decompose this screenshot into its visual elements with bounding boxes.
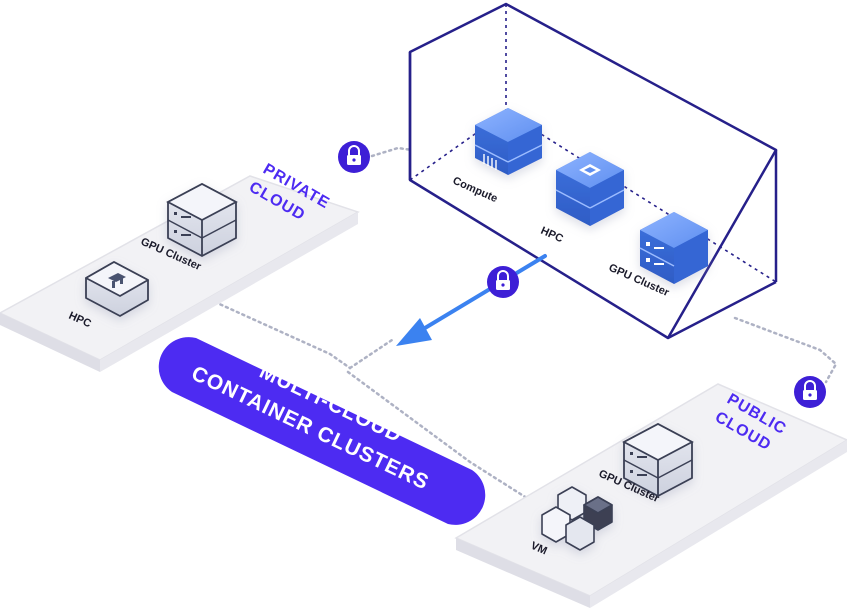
box-hpc-node	[555, 152, 625, 226]
hexagon-cluster-icon	[541, 486, 613, 551]
vm-node	[541, 486, 613, 551]
box-to-public-link	[733, 316, 838, 384]
server-grill-icon	[483, 154, 497, 170]
private-to-box-link	[370, 146, 414, 158]
center-link	[348, 338, 394, 370]
private-to-banner-link	[213, 300, 352, 370]
private-cloud-platform	[0, 175, 360, 372]
box-gpu-cluster-node	[639, 212, 708, 284]
private-gpu-cluster-node	[166, 182, 238, 258]
migration-arrow	[396, 254, 547, 346]
lock-icon	[794, 376, 826, 408]
server-stack-icon	[646, 242, 664, 265]
private-hpc-node	[85, 261, 149, 317]
hpc-branch-icon	[108, 273, 126, 288]
lock-icon	[338, 141, 370, 173]
server-stack-icon	[630, 452, 647, 476]
cpu-chip-icon	[579, 164, 601, 176]
lock-icon	[487, 266, 519, 298]
compute-node	[474, 108, 543, 175]
server-stack-icon	[174, 212, 191, 236]
banner-to-public-link	[346, 370, 532, 502]
public-gpu-cluster-node	[622, 422, 694, 498]
connection-lines	[213, 146, 838, 502]
multi-cloud-banner: MULTI-CLOUD CONTAINER CLUSTERS	[158, 337, 486, 525]
